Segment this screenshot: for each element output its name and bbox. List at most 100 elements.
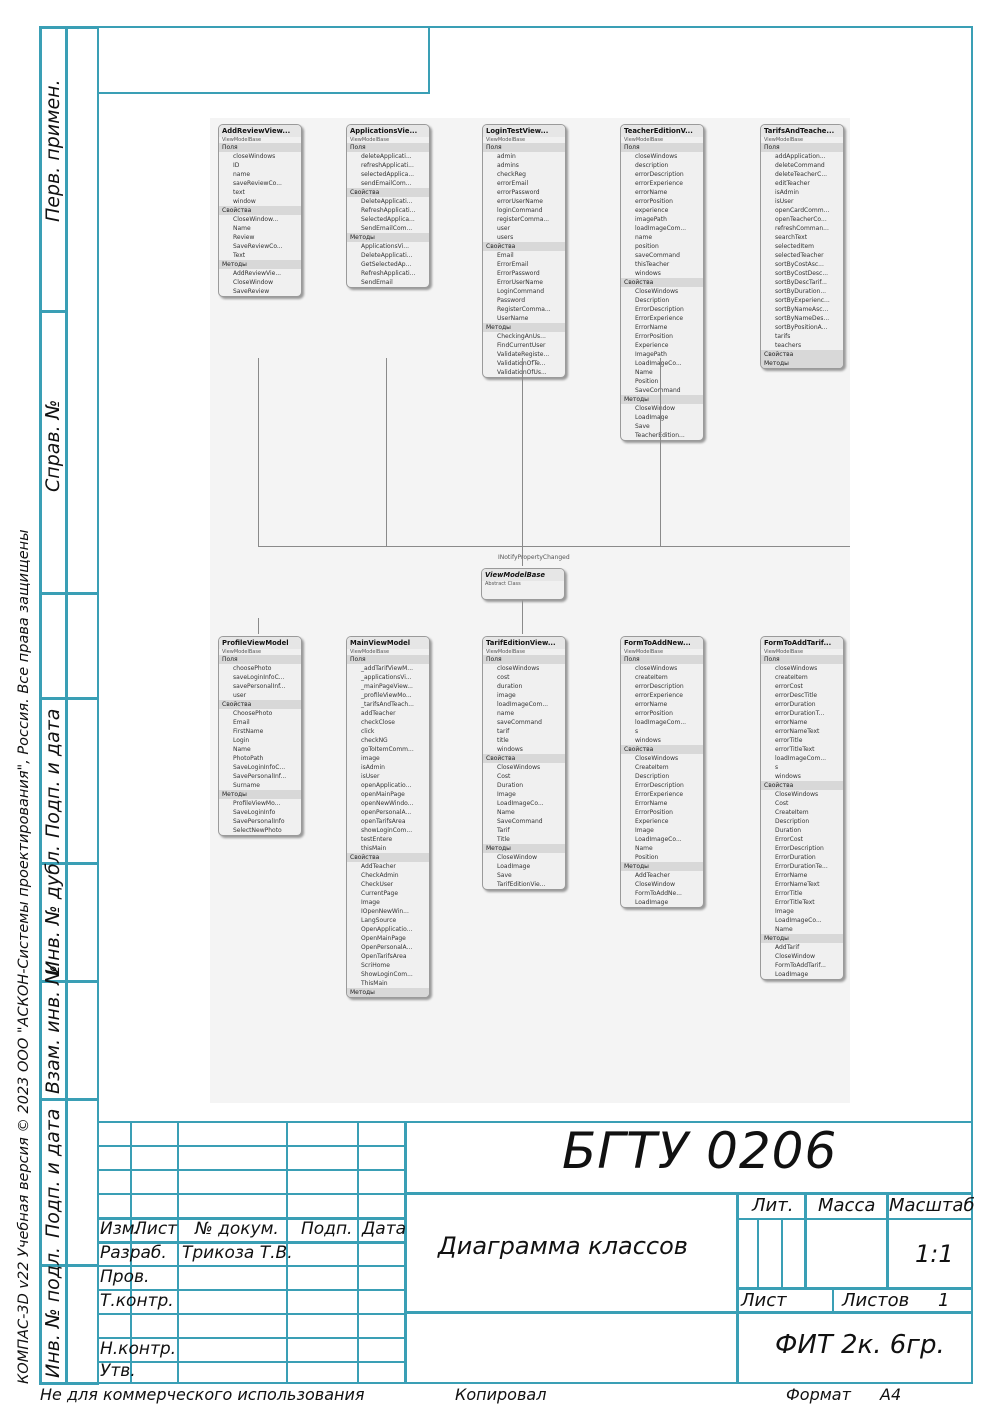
section-header[interactable]: Свойства <box>219 700 301 709</box>
stamp-line <box>781 1218 783 1289</box>
section-header[interactable]: Поля <box>219 143 301 152</box>
section-header[interactable]: Свойства <box>761 350 843 359</box>
section-header[interactable]: Поля <box>483 655 565 664</box>
side-col-mid <box>65 26 68 1384</box>
section-header[interactable]: Свойства <box>483 242 565 251</box>
section-header[interactable]: Поля <box>483 143 565 152</box>
section-header[interactable]: Методы <box>621 862 703 871</box>
section-header[interactable]: Свойства <box>621 745 703 754</box>
member-item: SelectNewPhoto <box>233 827 282 834</box>
member-item: s <box>635 728 639 735</box>
section-header[interactable]: Методы <box>219 260 301 269</box>
section-header[interactable]: Методы <box>483 844 565 853</box>
member-item: OpenPersonalA... <box>361 944 413 951</box>
member-item: errorDuration <box>775 701 816 708</box>
col-list: Лист <box>134 1219 178 1239</box>
stamp-line <box>97 1193 404 1195</box>
member-item: deleteApplicati... <box>361 153 412 160</box>
member-item: checkClose <box>361 719 395 726</box>
member-item: savePersonalInf... <box>233 683 286 690</box>
member-item: AddTeacher <box>635 872 670 879</box>
side-div <box>39 592 99 595</box>
section-header[interactable]: Свойства <box>483 754 565 763</box>
member-item: CloseWindow... <box>233 216 279 223</box>
section-header[interactable]: Методы <box>621 395 703 404</box>
member-item: ValidationOfUs... <box>483 368 565 377</box>
member-item: sortByDuration... <box>775 288 827 295</box>
section-header[interactable]: Свойства <box>347 188 429 197</box>
member-item: ValidateRegiste... <box>497 351 550 358</box>
section-header[interactable]: Поля <box>347 143 429 152</box>
section-header[interactable]: Поля <box>621 655 703 664</box>
section-header[interactable]: Поля <box>761 655 843 664</box>
member-item: ErrorNameText <box>775 881 820 888</box>
member-item: closeWindows <box>635 153 678 160</box>
member-item: CloseWindow <box>635 405 676 412</box>
member-item: experience <box>635 207 669 214</box>
side-bottom <box>39 1382 99 1385</box>
side-col-outer <box>39 26 42 1384</box>
member-item: duration <box>497 683 523 690</box>
section-header[interactable]: Поля <box>219 655 301 664</box>
stamp-line <box>357 1121 359 1384</box>
section-header[interactable]: Поля <box>621 143 703 152</box>
member-item: name <box>233 171 251 178</box>
member-item: saveCommand <box>497 719 542 726</box>
member-item: RegisterComma... <box>497 306 551 313</box>
member-item: ErrorName <box>635 800 668 807</box>
member-item: deleteCommand <box>775 162 825 169</box>
member-item: checkReg <box>497 171 526 178</box>
member-item: Image <box>361 899 380 906</box>
section-header[interactable]: Поля <box>347 655 429 664</box>
listov-label: Листов <box>842 1290 910 1311</box>
section-header[interactable]: Методы <box>483 323 565 332</box>
member-item: ApplicationsVi... <box>361 243 410 250</box>
member-item: errorPosition <box>635 710 673 717</box>
member-item: ValidationOfTe... <box>483 359 565 368</box>
member-item: errorPosition <box>635 198 673 205</box>
member-item: windows <box>635 737 661 744</box>
side-label-podl: Инв. № подл. <box>42 1246 64 1378</box>
section-header[interactable]: Свойства <box>347 853 429 862</box>
member-item: sendEmailCom... <box>361 180 412 187</box>
member-item: FindCurrentUser <box>497 342 546 349</box>
section-header[interactable]: Методы <box>219 790 301 799</box>
member-item: Name <box>233 225 251 232</box>
member-item: _addTarifViewM... <box>361 665 414 672</box>
member-item: Tarif <box>497 827 510 834</box>
member-item: errorName <box>635 701 668 708</box>
stamp-line <box>757 1218 759 1289</box>
member-item: errorName <box>635 189 668 196</box>
member-item: OpenMainPage <box>361 935 406 942</box>
section-header[interactable]: Свойства <box>761 781 843 790</box>
member-item: goToItemComm... <box>361 746 414 753</box>
member-item: RefreshApplicati... <box>361 270 416 277</box>
section-header[interactable]: Свойства <box>219 206 301 215</box>
member-item: Image <box>635 827 654 834</box>
col-podp: Подп. <box>301 1219 353 1239</box>
section-header[interactable]: Методы <box>347 233 429 242</box>
member-item: SendEmailCom... <box>361 225 413 232</box>
member-item: ImagePath <box>635 351 667 358</box>
member-item: createItem <box>775 674 808 681</box>
section-header[interactable]: Свойства <box>621 278 703 287</box>
member-item: FormToAddNe... <box>635 890 682 897</box>
member-item: AddTeacher <box>361 863 396 870</box>
section-header[interactable]: Поля <box>761 143 843 152</box>
member-item: sortByNameAsc... <box>775 306 829 313</box>
section-header[interactable]: Методы <box>761 934 843 943</box>
section-header[interactable]: Методы <box>347 988 429 997</box>
member-item: Position <box>635 854 659 861</box>
section-header[interactable]: Методы <box>761 359 843 368</box>
